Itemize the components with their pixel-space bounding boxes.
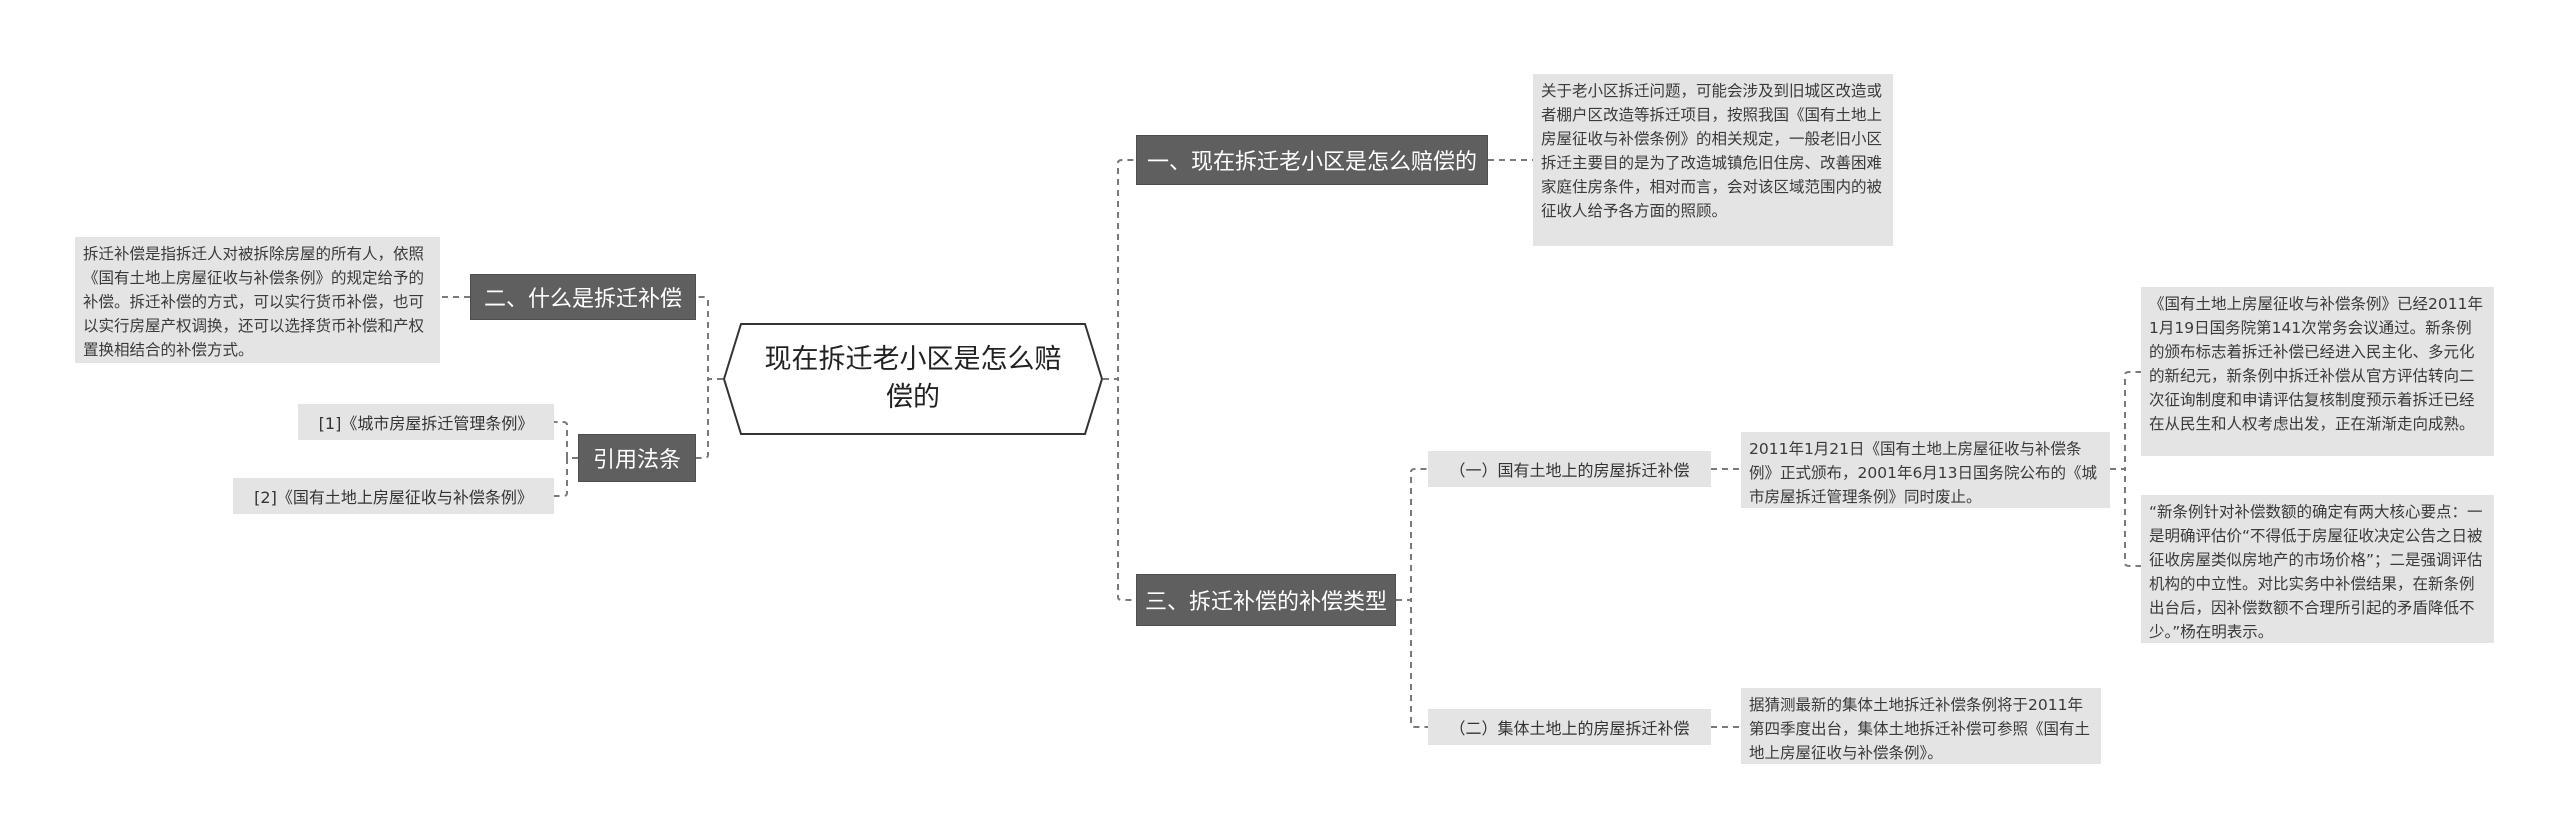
branch-what-is-compensation[interactable]: 二、什么是拆迁补偿 xyxy=(470,274,696,320)
sub-state-land[interactable]: （一）国有土地上的房屋拆迁补偿 xyxy=(1428,451,1711,487)
detail-state-land[interactable]: 2011年1月21日《国有土地上房屋征收与补偿条例》正式颁布，2001年6月13… xyxy=(1741,432,2110,508)
branch-compensation-method[interactable]: 一、现在拆迁老小区是怎么赔偿的 xyxy=(1136,135,1488,185)
branch-label: 三、拆迁补偿的补偿类型 xyxy=(1144,590,1387,615)
sub-label: （一）国有土地上的房屋拆迁补偿 xyxy=(1449,461,1690,480)
ref-item[interactable]: [2]《国有土地上房屋征收与补偿条例》 xyxy=(233,478,554,514)
detail-compensation-method[interactable]: 关于老小区拆迁问题，可能会涉及到旧城区改造或者棚户区改造等拆迁项目，按照我国《国… xyxy=(1533,74,1893,246)
detail-what-is-compensation[interactable]: 拆迁补偿是指拆迁人对被拆除房屋的所有人，依照《国有土地上房屋征收与补偿条例》的规… xyxy=(75,237,440,363)
root-hexagon-shape xyxy=(723,323,1103,435)
ref-text: [2]《国有土地上房屋征收与补偿条例》 xyxy=(254,488,533,507)
branch-label: 引用法条 xyxy=(592,448,681,473)
ref-text: [1]《城市房屋拆迁管理条例》 xyxy=(318,414,534,433)
detail-text: 拆迁补偿是指拆迁人对被拆除房屋的所有人，依照《国有土地上房屋征收与补偿条例》的规… xyxy=(83,245,425,359)
detail-text: 2011年1月21日《国有土地上房屋征收与补偿条例》正式颁布，2001年6月13… xyxy=(1749,440,2098,506)
note-new-regulation[interactable]: 《国有土地上房屋征收与补偿条例》已经2011年1月19日国务院第141次常务会议… xyxy=(2141,287,2494,456)
note-expert-quote[interactable]: “新条例针对补偿数额的确定有两大核心要点：一是明确评估价“不得低于房屋征收决定公… xyxy=(2141,495,2494,643)
ref-item[interactable]: [1]《城市房屋拆迁管理条例》 xyxy=(298,404,554,440)
branch-label: 一、现在拆迁老小区是怎么赔偿的 xyxy=(1146,150,1477,175)
branch-compensation-types[interactable]: 三、拆迁补偿的补偿类型 xyxy=(1136,574,1396,626)
note-text: 《国有土地上房屋征收与补偿条例》已经2011年1月19日国务院第141次常务会议… xyxy=(2149,295,2483,433)
detail-collective-land[interactable]: 据猜测最新的集体土地拆迁补偿条例将于2011年第四季度出台，集体土地拆迁补偿可参… xyxy=(1741,688,2101,764)
detail-text: 据猜测最新的集体土地拆迁补偿条例将于2011年第四季度出台，集体土地拆迁补偿可参… xyxy=(1749,696,2091,762)
detail-text: 关于老小区拆迁问题，可能会涉及到旧城区改造或者棚户区改造等拆迁项目，按照我国《国… xyxy=(1541,82,1883,220)
sub-label: （二）集体土地上的房屋拆迁补偿 xyxy=(1449,719,1690,738)
branch-label: 二、什么是拆迁补偿 xyxy=(483,287,682,312)
note-text: “新条例针对补偿数额的确定有两大核心要点：一是明确评估价“不得低于房屋征收决定公… xyxy=(2149,503,2483,641)
root-node[interactable]: 现在拆迁老小区是怎么赔偿的 xyxy=(723,323,1103,435)
branch-cited-laws[interactable]: 引用法条 xyxy=(578,434,696,482)
root-title: 现在拆迁老小区是怎么赔偿的 xyxy=(764,344,1062,413)
sub-collective-land[interactable]: （二）集体土地上的房屋拆迁补偿 xyxy=(1428,709,1711,745)
